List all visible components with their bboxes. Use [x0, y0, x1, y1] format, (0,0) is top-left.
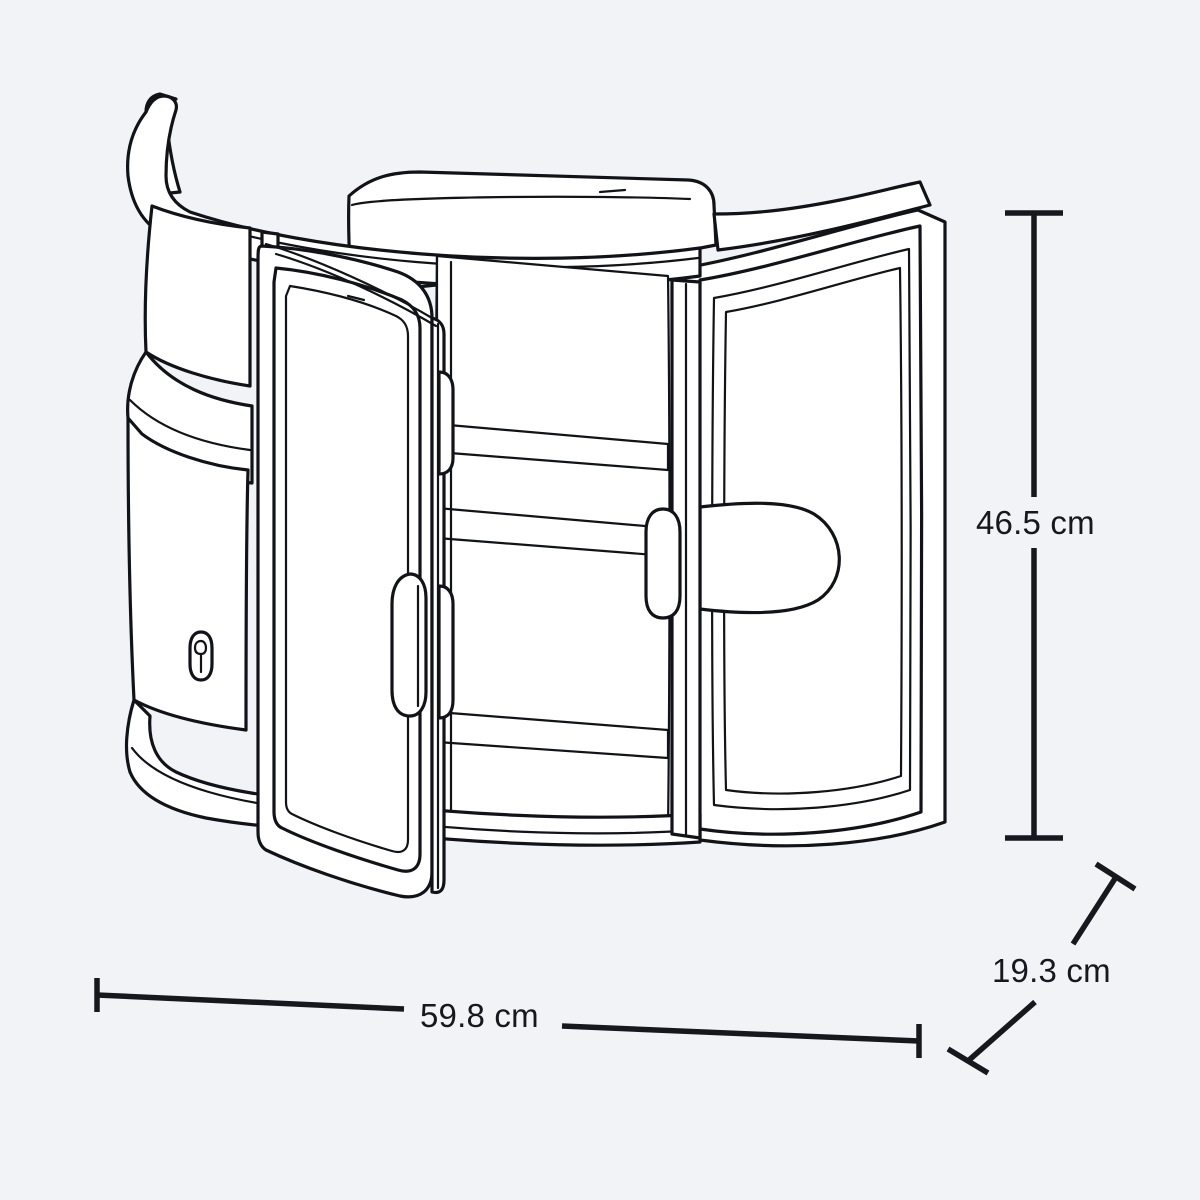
width-dimension-label: 59.8 cm: [420, 997, 539, 1034]
left-side-lower: [126, 416, 250, 732]
door-hinge-upper: [437, 370, 455, 476]
width-line-right: [561, 1023, 920, 1044]
cabinet-interior: [434, 254, 671, 832]
left-side-band-line: [128, 398, 252, 452]
recessed-handle: [698, 501, 841, 615]
depth-dimension: 19.3 cm: [946, 861, 1137, 1076]
right-closed-door[interactable]: [683, 208, 947, 848]
depth-tick-top: [1094, 861, 1137, 892]
left-open-door[interactable]: [256, 242, 455, 899]
open-door-top-edge: [264, 242, 434, 320]
center-hinge-barrel: [644, 507, 682, 620]
height-dimension-label: 46.5 cm: [976, 504, 1095, 541]
depth-line-upper: [1070, 875, 1119, 946]
depth-dimension-label: 19.3 cm: [992, 952, 1111, 989]
center-stile: [644, 278, 702, 840]
open-door-face-bevel: [272, 266, 422, 873]
open-door-top-edge-2: [274, 252, 438, 328]
top-panel-right-lip: [712, 180, 932, 252]
height-dimension: 46.5 cm: [976, 210, 1095, 841]
open-door-shell: [256, 244, 434, 899]
cabinet-body: [124, 92, 947, 899]
left-side-panel: [124, 204, 342, 831]
open-door-top-tab: [346, 294, 366, 302]
top-panel-edge-line: [350, 195, 692, 207]
width-line-left: [96, 992, 405, 1012]
door-hinge-lower: [437, 584, 455, 720]
top-panel-notch: [598, 188, 627, 194]
door-handle: [390, 572, 428, 718]
depth-line-lower: [966, 999, 1037, 1064]
keyhole-wall-mount-slot: [188, 630, 214, 682]
width-dimension: 59.8 cm: [94, 978, 922, 1058]
open-door-face-bevel-2: [284, 284, 410, 854]
left-side-upper: [143, 204, 252, 388]
